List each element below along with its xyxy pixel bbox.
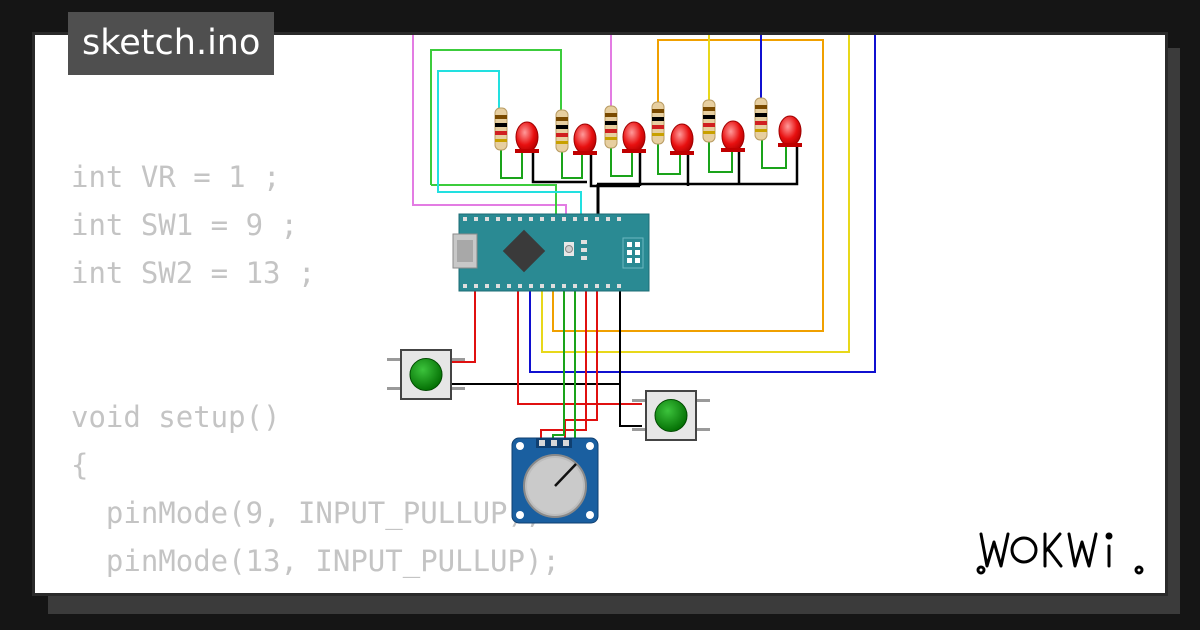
resistor (494, 107, 508, 151)
code-line: int SW1 = 9 ; (71, 208, 298, 242)
red-led (778, 115, 802, 147)
code-line: pinMode(9, INPUT_PULLUP); (71, 496, 543, 530)
resistor (651, 101, 665, 145)
ground-bus (531, 146, 799, 222)
code-line: int VR = 1 ; (71, 160, 281, 194)
code-line: { (71, 448, 89, 482)
resistors (494, 97, 768, 153)
code-line: int SW2 = 13 ; (71, 256, 316, 290)
red-led (721, 120, 745, 152)
led-wiring (412, 35, 876, 373)
red-led (573, 123, 597, 155)
code-line: pinMode(13, INPUT_PULLUP); (71, 544, 560, 578)
resistor (754, 97, 768, 141)
file-name-tab[interactable]: sketch.ino (68, 12, 275, 75)
code-preview: int VR = 1 ; int SW1 = 9 ; int SW2 = 13 ; v… (71, 153, 577, 593)
code-line: void setup() (71, 400, 281, 434)
red-led (515, 121, 539, 153)
red-led (670, 123, 694, 155)
resistor (702, 99, 716, 143)
arduino-nano (452, 213, 650, 292)
preview-card: int VR = 1 ; int SW1 = 9 ; int SW2 = 13 ; v… (32, 32, 1168, 596)
potentiometer (511, 437, 599, 524)
red-led (622, 121, 646, 153)
code-line: for (int i = 2; i < 8; i++) (71, 585, 577, 593)
resistor-led-links (500, 140, 787, 179)
leds (515, 115, 802, 155)
resistor (604, 105, 618, 149)
pushbutton (632, 390, 710, 441)
pushbutton (387, 349, 465, 400)
resistor (555, 109, 569, 153)
wokwi-logo-icon (976, 532, 1144, 575)
wokwi-logo (976, 526, 1156, 582)
